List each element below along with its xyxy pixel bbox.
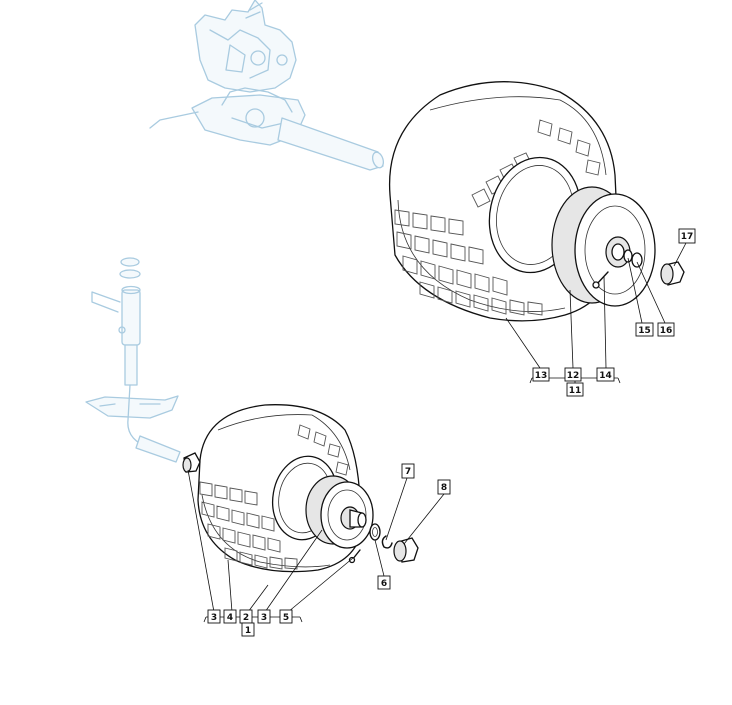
callout-3a: 3 xyxy=(207,609,221,624)
rear-wheel-assembly xyxy=(388,81,685,322)
svg-text:17: 17 xyxy=(681,232,694,242)
svg-text:6: 6 xyxy=(381,579,387,589)
callout-11: 11 xyxy=(566,382,584,397)
leader-lines xyxy=(187,242,687,623)
callout-3b: 3 xyxy=(257,609,271,624)
svg-text:3: 3 xyxy=(211,613,217,623)
front-washer xyxy=(369,523,381,541)
svg-text:11: 11 xyxy=(569,386,582,396)
front-circlip xyxy=(381,535,393,549)
svg-text:12: 12 xyxy=(567,371,580,381)
callout-2: 2 xyxy=(239,609,253,624)
callout-16: 16 xyxy=(657,322,675,337)
transaxle-context xyxy=(149,0,385,171)
front-hub-cap xyxy=(393,537,419,563)
front-inner-bushing xyxy=(182,452,201,473)
svg-text:5: 5 xyxy=(283,613,289,623)
callout-8: 8 xyxy=(437,479,451,495)
callout-15: 15 xyxy=(635,322,654,337)
svg-text:4: 4 xyxy=(227,613,233,623)
svg-text:14: 14 xyxy=(599,371,612,381)
callout-1: 1 xyxy=(241,622,255,637)
callout-17: 17 xyxy=(678,228,696,244)
svg-text:2: 2 xyxy=(243,613,249,623)
rear-washer xyxy=(623,249,633,263)
svg-text:8: 8 xyxy=(441,483,447,493)
rear-hub-cap xyxy=(660,261,685,286)
callout-7: 7 xyxy=(401,463,415,479)
callout-12: 12 xyxy=(564,367,582,382)
svg-text:13: 13 xyxy=(535,371,548,381)
svg-text:15: 15 xyxy=(638,326,651,336)
spindle-context xyxy=(85,257,181,463)
svg-text:1: 1 xyxy=(245,626,251,636)
callout-4: 4 xyxy=(223,609,237,624)
callout-13: 13 xyxy=(532,367,550,382)
front-wheel-assembly xyxy=(182,404,419,573)
callout-6: 6 xyxy=(377,575,391,590)
svg-text:16: 16 xyxy=(660,326,673,336)
svg-text:3: 3 xyxy=(261,613,267,623)
callout-5: 5 xyxy=(279,609,293,624)
rear-circlip xyxy=(631,252,643,268)
svg-text:7: 7 xyxy=(405,467,411,477)
callout-14: 14 xyxy=(596,367,615,382)
